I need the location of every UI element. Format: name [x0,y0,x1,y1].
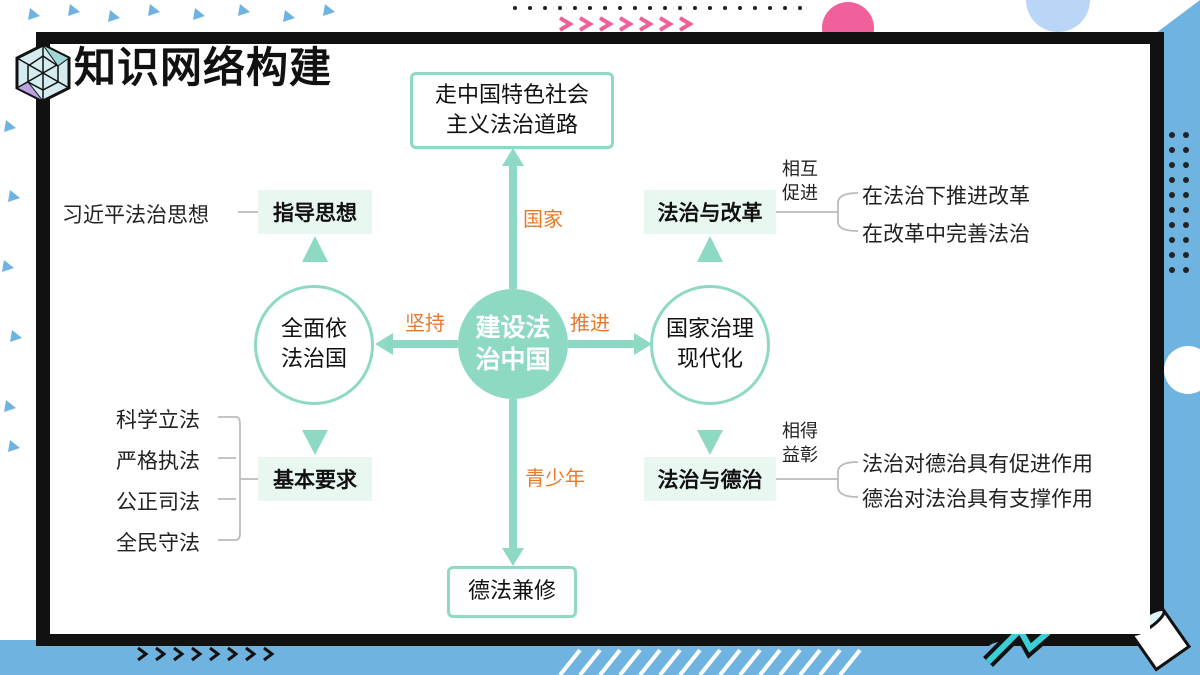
morality-item: 德治对法治具有支撑作用 [862,487,1093,511]
bottom-box: 德法兼修 [447,566,577,618]
label-country: 国家 [523,207,563,231]
arrow-left-head [375,333,393,355]
center-node: 建设法治中国 [458,289,568,399]
left-circle: 全面依法治国 [254,285,374,405]
basic-requirements-node: 基本要求 [258,457,372,501]
morality-relation-line1: 相得 [782,421,818,442]
top-box-line2: 主义法治道路 [445,112,578,138]
right-circle: 国家治理现代化 [650,285,770,405]
reform-item: 在法治下推进改革 [862,184,1030,208]
arrow-right-head [634,333,652,355]
reform-node: 法治与改革 [644,190,776,234]
morality-item: 法治对德治具有促进作用 [862,452,1093,476]
requirement-item: 全民守法 [116,531,200,555]
morality-relation-line2: 益彰 [782,445,818,466]
reform-item: 在改革中完善法治 [862,222,1030,246]
page-title: 知识网络构建 [74,43,333,92]
reform-relation-line2: 促进 [782,183,818,204]
requirement-item: 公正司法 [116,490,200,514]
arrow-down-head [502,548,524,566]
label-adhere: 坚持 [405,311,445,335]
left-circle-line2: 法治国 [280,347,347,372]
left-circle-line1: 全面依 [280,317,347,342]
center-line1: 建设法 [475,313,551,342]
requirement-item: 科学立法 [116,408,200,432]
center-line2: 治中国 [475,345,551,374]
arrow-up-head [502,148,524,166]
morality-relation: 相得益彰 [782,420,818,468]
label-youth: 青少年 [525,466,585,490]
label-promote: 推进 [570,311,610,335]
top-box: 走中国特色社会主义法治道路 [410,72,614,149]
bottom-box-label: 德法兼修 [467,579,556,604]
polyhedron-icon [15,43,71,103]
guide-thought-item: 习近平法治思想 [62,203,209,227]
right-circle-line1: 国家治理 [665,317,754,342]
reform-relation: 相互促进 [782,158,818,206]
morality-node: 法治与德治 [644,457,776,501]
requirement-item: 严格执法 [116,449,200,473]
top-box-line1: 走中国特色社会 [434,82,589,108]
guide-thought-node: 指导思想 [258,190,372,234]
reform-relation-line1: 相互 [782,159,818,180]
right-circle-line2: 现代化 [676,347,743,372]
